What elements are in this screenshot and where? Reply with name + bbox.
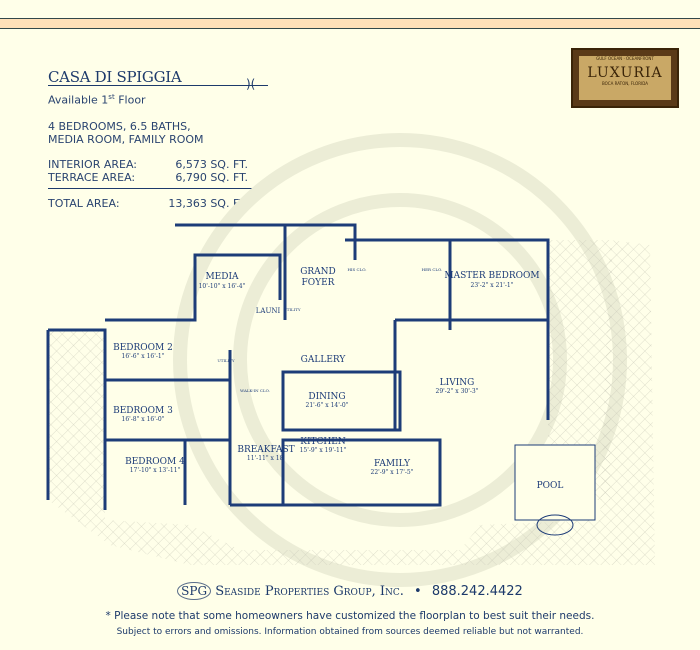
- room-living-dim: 29'-2" x 30'-3": [436, 388, 479, 395]
- interior-area-row: INTERIOR AREA: 6,573 SQ. FT.: [48, 158, 248, 171]
- terrace-label: TERRACE AREA:: [48, 171, 136, 184]
- availability-suffix: Floor: [114, 93, 146, 107]
- room-media-dim: 10'-10" x 16'-4": [199, 283, 246, 290]
- room-bedroom-3-dim: 16'-8" x 16'-0": [122, 416, 165, 423]
- title-rule: [48, 85, 268, 86]
- total-value: 13,363 SQ. FT.: [168, 197, 248, 210]
- availability-text: Available 1: [48, 93, 109, 107]
- terrace-value: 6,790 SQ. FT.: [175, 171, 248, 184]
- bullet: •: [414, 584, 422, 599]
- room-kitchen: KITCHEN: [300, 437, 346, 447]
- room-her-clo: HER CLO.: [422, 267, 443, 272]
- room-dining: DINING: [308, 392, 345, 402]
- room-breakfast: BREAKFAST: [237, 445, 294, 455]
- pool-area: [514, 444, 596, 536]
- room-kitchen-dim: 15'-9" x 19'-11": [300, 447, 347, 454]
- terrace: [48, 240, 655, 565]
- logo-name: LUXURIA: [587, 65, 663, 81]
- company-line: SPG Seaside Properties Group, Inc. • 888…: [0, 582, 700, 600]
- room-utility-2: UTILITY: [217, 358, 235, 363]
- room-breakfast-dim: 11'-11" x 18': [247, 455, 286, 462]
- room-bedroom-4: BEDROOM 4: [125, 457, 185, 467]
- room-gallery: GALLERY: [301, 355, 347, 365]
- room-living: LIVING: [440, 378, 475, 388]
- room-grand-foyer-2: FOYER: [302, 278, 335, 288]
- walls: [46, 223, 550, 510]
- property-title: CASA DI SPIGGIA: [48, 68, 182, 86]
- phone-number: 888.242.4422: [431, 584, 523, 599]
- availability: Available 1st Floor: [48, 93, 146, 107]
- room-media: MEDIA: [205, 272, 239, 282]
- room-family-dim: 22'-9" x 17'-5": [371, 469, 414, 476]
- room-family: FAMILY: [374, 459, 411, 469]
- room-pool: POOL: [537, 481, 564, 491]
- logo-location: BOCA RATON, FLORIDA: [601, 81, 649, 86]
- room-master-dim: 23'-2" x 21'-1": [471, 282, 514, 289]
- total-area-row: TOTAL AREA: 13,363 SQ. FT.: [48, 197, 248, 210]
- room-bedroom-2-dim: 16'-6" x 16'-1": [122, 353, 165, 360]
- room-labels: MEDIA 10'-10" x 16'-4" GRAND FOYER LAUNI…: [113, 267, 563, 491]
- room-bedroom-3: BEDROOM 3: [113, 406, 173, 416]
- room-laundry: LAUNI: [256, 307, 281, 315]
- room-bedroom-4-dim: 17'-10" x 13'-11": [130, 467, 181, 474]
- spg-logo: SPG: [177, 582, 212, 600]
- customization-note: * Please note that some homeowners have …: [105, 610, 595, 622]
- room-dining-dim: 21'-6" x 14'-0": [306, 402, 349, 409]
- top-band: [0, 18, 700, 29]
- room-walk-in-clo: WALK-IN CLO.: [240, 388, 270, 393]
- area-divider: [48, 188, 256, 189]
- room-utility: UTILITY: [283, 307, 301, 312]
- room-master-bedroom: MASTER BEDROOM: [444, 271, 539, 281]
- room-bedroom-2: BEDROOM 2: [113, 343, 173, 353]
- availability-sup: st: [108, 93, 115, 101]
- company-name: Seaside Properties Group, Inc.: [215, 584, 404, 599]
- disclaimer: Subject to errors and omissions. Informa…: [116, 627, 584, 637]
- terrace-area-row: TERRACE AREA: 6,790 SQ. FT.: [48, 171, 248, 184]
- total-label: TOTAL AREA:: [48, 197, 120, 210]
- interior-label: INTERIOR AREA:: [48, 158, 137, 171]
- rooms-line-1: 4 BEDROOMS, 6.5 BATHS,: [48, 120, 191, 133]
- logo-top: GULF OCEAN · OCEANFRONT: [596, 56, 654, 61]
- rooms-line-2: MEDIA ROOM, FAMILY ROOM: [48, 133, 204, 146]
- room-his-clo: HIS CLO.: [347, 267, 366, 272]
- ornament-icon: )(: [246, 77, 256, 91]
- room-grand-foyer-1: GRAND: [300, 267, 336, 277]
- interior-value: 6,573 SQ. FT.: [175, 158, 248, 171]
